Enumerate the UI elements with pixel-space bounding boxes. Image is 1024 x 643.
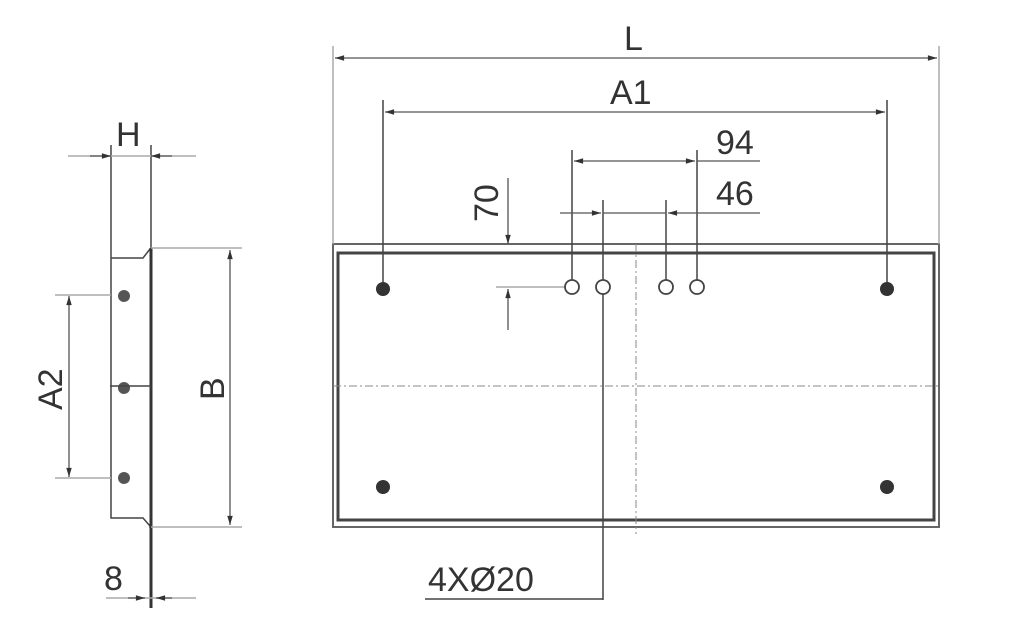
mount-hole-bottom-right: [880, 480, 894, 494]
l-label: L: [624, 20, 643, 58]
b-label: B: [194, 377, 232, 400]
dim-94-label: 94: [716, 124, 754, 162]
a2-label: A2: [32, 368, 70, 410]
h-label: H: [116, 116, 141, 154]
side-hole-middle: [118, 382, 130, 394]
small-hole-4: [689, 279, 705, 295]
flange-label: 8: [104, 560, 123, 598]
front-view: L A1 94 46 70 4XØ20: [332, 20, 940, 600]
mount-hole-top-right: [880, 282, 894, 296]
holes-label: 4XØ20: [428, 561, 534, 599]
mount-hole-bottom-left: [376, 480, 390, 494]
dim-70-label: 70: [468, 184, 506, 222]
dim-46-label: 46: [716, 175, 754, 213]
a1-label: A1: [610, 74, 652, 112]
side-hole-bottom: [118, 472, 130, 484]
mount-hole-top-left: [376, 282, 390, 296]
side-view: H A2 B 8: [32, 116, 242, 608]
side-hole-top: [118, 290, 130, 302]
side-profile: [110, 248, 151, 528]
small-hole-2: [595, 279, 611, 295]
small-hole-3: [658, 279, 674, 295]
small-hole-1: [564, 279, 580, 295]
